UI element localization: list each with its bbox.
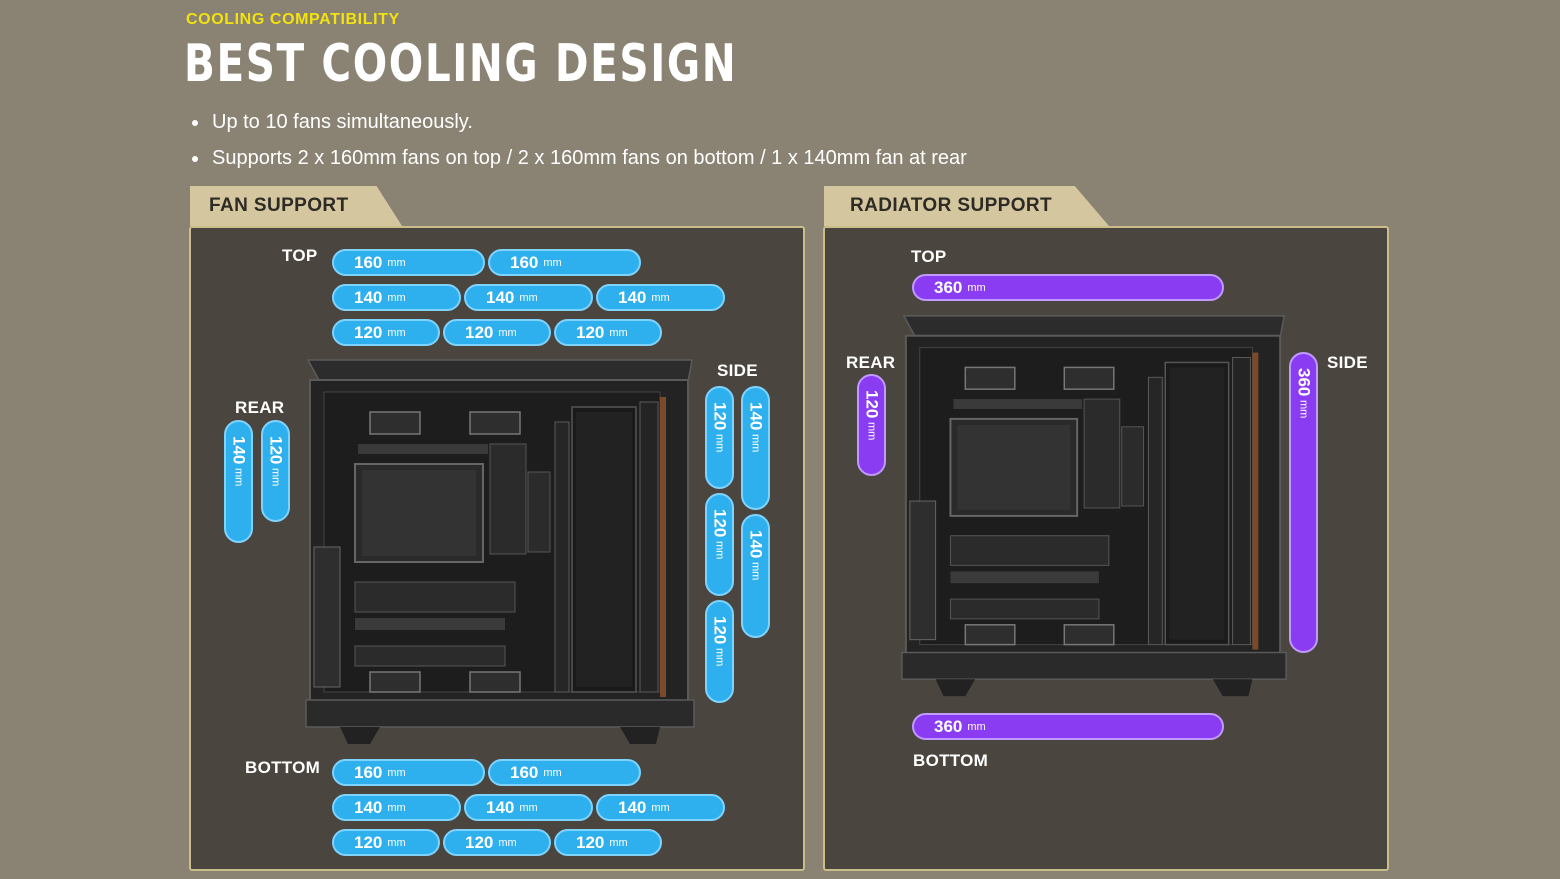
fan-support-tab: FAN SUPPORT [190,186,402,226]
radiator-side-label: SIDE [1327,353,1368,372]
feature-bullet: Up to 10 fans simultaneously. [190,108,967,144]
fan-rear-label: REAR [235,398,285,417]
fan-top-label: TOP [282,246,318,265]
radiator-top-label: TOP [911,247,947,266]
eyebrow-label: COOLING COMPATIBILITY [186,11,400,28]
page-title: BEST COOLING DESIGN [184,34,738,94]
radiator-rear-label: REAR [846,353,896,372]
fan-side-label: SIDE [717,361,758,380]
fan-bottom-label: BOTTOM [245,758,321,777]
pc-case-illustration [305,359,695,744]
radiator-support-tab: RADIATOR SUPPORT [824,186,1109,226]
radiator-bottom-label: BOTTOM [913,751,989,770]
feature-bullet: Supports 2 x 160mm fans on top / 2 x 160… [190,144,967,180]
feature-list: Up to 10 fans simultaneously. Supports 2… [190,108,967,180]
pc-case-illustration [901,315,1287,697]
